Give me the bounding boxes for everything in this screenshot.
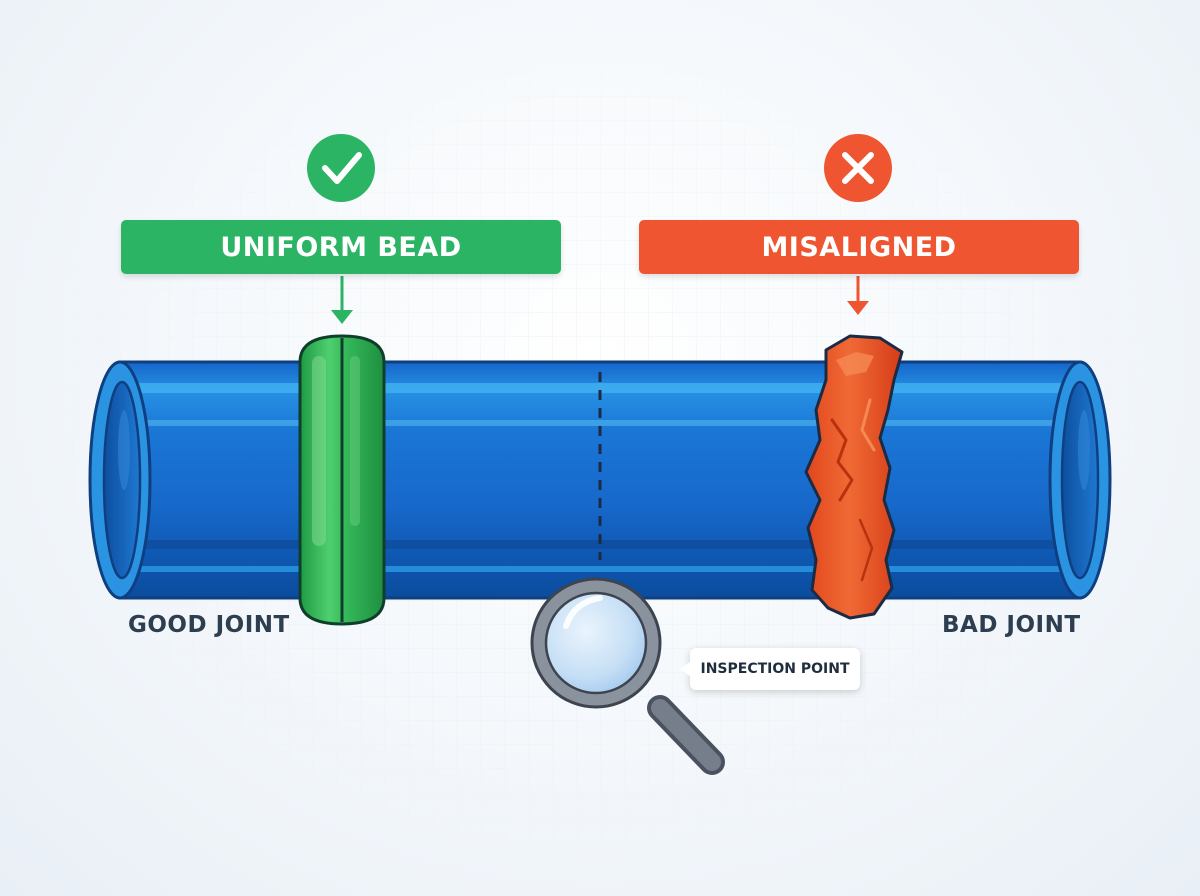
magnifier-icon (530, 577, 725, 775)
cross-icon (824, 134, 892, 202)
check-icon (307, 134, 375, 202)
bad-joint-caption: BAD JOINT (942, 612, 1081, 638)
misaligned-label: MISALIGNED (639, 220, 1079, 274)
misaligned-weld (804, 334, 904, 620)
inspection-point-callout: INSPECTION POINT (680, 648, 860, 690)
good-arrow (331, 276, 353, 324)
uniform-weld-bead (298, 334, 386, 626)
bad-arrow (847, 276, 869, 315)
good-joint-caption: GOOD JOINT (128, 612, 290, 638)
uniform-bead-label: UNIFORM BEAD (121, 220, 561, 274)
